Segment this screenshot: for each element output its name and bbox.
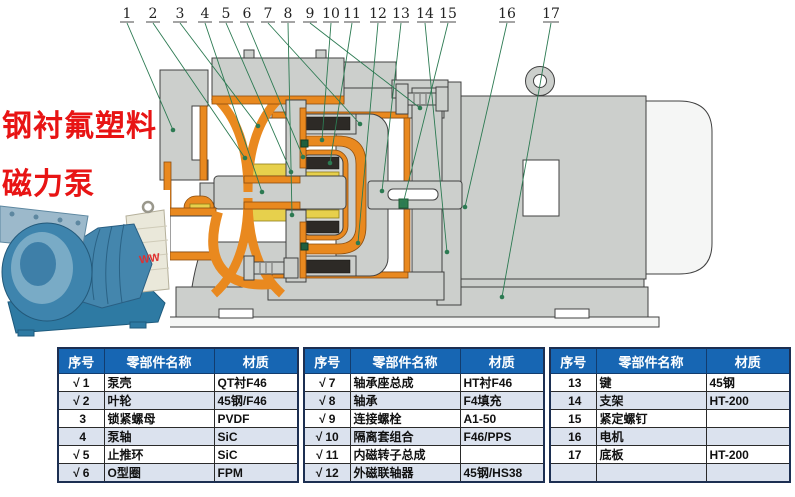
drain-bolt-head: [283, 257, 299, 279]
callout-16: 16: [498, 6, 516, 22]
photo-base-foot: [17, 329, 35, 337]
callout-9: 9: [306, 6, 315, 22]
callout-13: 13: [392, 6, 410, 22]
suction-channel: [169, 215, 217, 253]
callout-labels: 1 2 3 4 5 6 7 8 9 10 11 12 13 14 15 16 1…: [120, 6, 560, 23]
volute-flange: [211, 57, 345, 103]
photo-volute-center: [20, 242, 56, 286]
volute-lining: [208, 210, 273, 290]
flange-stud: [315, 49, 327, 59]
header-part: 零部件名称: [349, 347, 461, 374]
casing-lining: [299, 107, 307, 169]
callout-5: 5: [222, 6, 231, 22]
header-seq: 序号: [549, 347, 597, 374]
callout-2: 2: [149, 6, 158, 22]
base-foot-notch: [554, 308, 590, 319]
callout-8: 8: [284, 6, 293, 22]
bearing-seat-flange: [343, 61, 397, 91]
connecting-bolt-nut: [435, 86, 449, 112]
rotor-bushing: [302, 209, 340, 219]
callout-15: 15: [439, 6, 457, 22]
callout-3: 3: [176, 6, 185, 22]
callout-leaders: [126, 22, 552, 300]
motor-nameplate: [522, 159, 560, 217]
table-header-row: 序号 零部件名称 材质: [303, 347, 545, 374]
photo-base-foot: [129, 321, 147, 329]
product-title-line2: 磁力泵: [2, 167, 95, 202]
drain-bolt: [253, 261, 287, 275]
impeller-hub: [243, 201, 301, 210]
suction-lining: [169, 207, 217, 217]
pump-photo: WW: [0, 190, 170, 338]
cross-section-diagram: [159, 49, 713, 328]
callout-12: 12: [369, 6, 387, 22]
product-title: 钢衬氟塑料 磁力泵: [2, 98, 157, 214]
table-header-row: 序号 零部件名称 材质: [57, 347, 299, 374]
header-seq: 序号: [303, 347, 351, 374]
o-ring: [300, 242, 309, 251]
base-foot-notch: [218, 308, 254, 319]
header-material: 材质: [459, 347, 545, 374]
photo-watermark: WW: [138, 252, 161, 267]
inner-magnet: [302, 220, 340, 234]
connecting-bolt-washer: [395, 83, 409, 115]
callout-6: 6: [243, 6, 252, 22]
callout-1: 1: [123, 6, 132, 22]
flange-stud: [243, 49, 255, 59]
motor-end-cap: [645, 100, 713, 275]
drain-bolt-washer: [243, 255, 255, 281]
product-title-line1: 钢衬氟塑料: [2, 109, 157, 144]
pump-casing-left: [159, 69, 209, 181]
callout-14: 14: [416, 6, 434, 22]
table-header-row: 序号 零部件名称 材质: [549, 347, 791, 374]
motor-lifting-eye-hole: [533, 74, 547, 88]
impeller-vane: [243, 197, 286, 298]
table-row: [549, 463, 791, 483]
header-part: 零部件名称: [595, 347, 707, 374]
callout-7: 7: [264, 6, 273, 22]
header-material: 材质: [213, 347, 299, 374]
o-ring: [300, 139, 309, 148]
callout-11: 11: [343, 6, 361, 22]
header-seq: 序号: [57, 347, 105, 374]
shaft-keyway: [387, 188, 439, 201]
connecting-bolt: [407, 92, 439, 106]
callout-10: 10: [322, 6, 340, 22]
casing-lining: [211, 95, 345, 105]
outer-magnet: [301, 259, 351, 274]
callout-17: 17: [542, 6, 560, 22]
header-material: 材质: [705, 347, 791, 374]
casing-lining: [199, 105, 208, 181]
impeller-hub: [243, 175, 301, 184]
suction-lining: [169, 251, 217, 261]
outer-magnet: [301, 116, 351, 131]
inner-magnet: [302, 156, 340, 170]
photo-lifting-eye: [141, 200, 155, 214]
callout-4: 4: [201, 6, 210, 22]
header-part: 零部件名称: [103, 347, 215, 374]
